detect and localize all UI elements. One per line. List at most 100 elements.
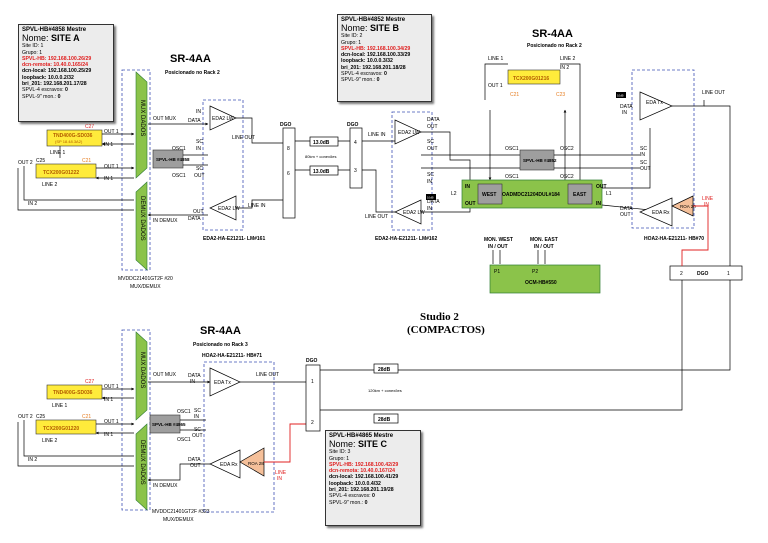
svg-text:IN: IN <box>277 476 282 482</box>
eda-rx-b <box>639 197 673 227</box>
site-b-info: SPVL-HB#4852 Mestre Nome: SITE B Site ID… <box>337 14 432 102</box>
svg-text:EDA Rx: EDA Rx <box>220 462 238 468</box>
svg-text:1: 1 <box>311 379 314 385</box>
svg-text:OSC1: OSC1 <box>505 146 519 152</box>
svg-text:IN / OUT: IN / OUT <box>488 244 508 250</box>
svg-text:OUT: OUT <box>640 166 651 172</box>
svg-text:OUT: OUT <box>620 212 631 218</box>
svg-text:SPVL-HB #4865: SPVL-HB #4865 <box>152 422 186 427</box>
svg-text:LINE 2: LINE 2 <box>42 438 58 444</box>
svg-text:IN: IN <box>704 202 709 208</box>
sr-title-a: SR-4AA <box>170 53 211 65</box>
spvl-hb-4852 <box>519 149 555 171</box>
svg-text:TCX200G01220: TCX200G01220 <box>43 426 79 432</box>
svg-text:LINE OUT: LINE OUT <box>365 214 388 220</box>
svg-text:OUT 2: OUT 2 <box>18 160 33 166</box>
atten-13-bottom <box>309 165 339 176</box>
sr-sub-a: Posicionado no Rack 2 <box>165 70 220 76</box>
svg-text:OSC1: OSC1 <box>177 437 191 443</box>
svg-text:IN: IN <box>622 110 627 116</box>
tnd-label-a: TND400G-SD036 <box>53 133 93 139</box>
svg-text:IN 2: IN 2 <box>28 201 37 207</box>
svg-text:LINE OUT: LINE OUT <box>256 372 279 378</box>
svg-text:SPVL-HB #4852: SPVL-HB #4852 <box>523 158 557 163</box>
svg-text:DATA: DATA <box>188 373 201 379</box>
svg-text:SC: SC <box>427 139 434 145</box>
svg-text:EDA Rx: EDA Rx <box>652 210 670 216</box>
eda2-mod-label-b: EDA2-HA-E21211- LM#162 <box>375 236 437 242</box>
svg-text:OUT: OUT <box>427 146 438 152</box>
atten-28-top <box>373 363 399 374</box>
svg-text:IN: IN <box>427 206 432 212</box>
svg-text:IN: IN <box>640 152 645 158</box>
svg-text:DATA: DATA <box>620 104 633 110</box>
site-c-info: SPVL-HB#4865 Mestre Nome: SITE C Site ID… <box>325 430 421 526</box>
svg-text:OSC1: OSC1 <box>505 174 519 180</box>
svg-text:LINE OUT: LINE OUT <box>232 135 255 141</box>
svg-text:OUT 2: OUT 2 <box>18 414 33 420</box>
atten-small-b <box>426 194 436 200</box>
svg-text:IN 1: IN 1 <box>104 176 113 182</box>
svg-text:80km + conexões: 80km + conexões <box>305 154 336 159</box>
svg-text:OUT: OUT <box>596 184 607 190</box>
demux-block-c <box>135 423 148 511</box>
mux-block-c <box>135 331 148 421</box>
studio-line2: (COMPACTOS) <box>407 324 485 336</box>
svg-text:WEST: WEST <box>482 192 496 198</box>
svg-text:SC: SC <box>196 139 203 145</box>
svg-text:EDA2 LW: EDA2 LW <box>398 130 420 136</box>
svg-text:IN: IN <box>196 146 201 152</box>
svg-text:IN: IN <box>465 184 470 190</box>
svg-text:L1: L1 <box>606 191 612 197</box>
spvl-hb-4858 <box>152 149 184 169</box>
svg-text:SPVL-HB #4858: SPVL-HB #4858 <box>156 157 190 162</box>
svg-text:OUT 1: OUT 1 <box>104 164 119 170</box>
mux-label-a: MUX DADOS <box>139 100 145 136</box>
mvddc-label-a: MVDDC21401GT2F #20 <box>118 276 173 282</box>
svg-text:DEMUX DADOS: DEMUX DADOS <box>139 440 145 485</box>
mux-block-a <box>135 71 148 179</box>
svg-text:LINE 1: LINE 1 <box>52 403 68 409</box>
tcx-module-b <box>507 69 561 85</box>
muxdemux-label-a: MUX/DEMUX <box>130 284 161 290</box>
hoa-boundary-c <box>203 361 275 513</box>
svg-text:C27: C27 <box>85 379 94 385</box>
svg-text:DGO: DGO <box>697 271 709 277</box>
svg-text:EDA2 LW: EDA2 LW <box>212 116 234 122</box>
studio-line1: Studio 2 <box>420 311 459 323</box>
svg-text:IN 2: IN 2 <box>28 457 37 463</box>
svg-text:6: 6 <box>287 171 290 177</box>
eda2-amp-b-rx <box>394 119 422 145</box>
svg-text:OSC2: OSC2 <box>560 146 574 152</box>
svg-text:10dB: 10dB <box>427 196 434 200</box>
svg-text:IN: IN <box>596 201 601 207</box>
sr-sub-b: Posicionado no Rack 2 <box>527 43 582 49</box>
svg-text:DATA: DATA <box>188 216 201 222</box>
dgo-right <box>669 265 743 281</box>
eda2-boundary-b <box>391 111 433 231</box>
svg-text:MON. WEST: MON. WEST <box>484 237 513 243</box>
svg-text:OUT 1: OUT 1 <box>104 419 119 425</box>
svg-text:2: 2 <box>680 271 683 277</box>
hoa-boundary-b <box>631 69 695 229</box>
demux-block-a <box>135 181 148 271</box>
sr-title-b: SR-4AA <box>532 28 573 40</box>
svg-text:OSC1: OSC1 <box>177 409 191 415</box>
svg-text:IN: IN <box>427 179 432 185</box>
svg-text:LINE 2: LINE 2 <box>560 56 576 62</box>
atten-13-top <box>309 136 339 147</box>
svg-text:LINE: LINE <box>275 470 287 476</box>
svg-text:OSC2: OSC2 <box>560 174 574 180</box>
demux-label-a: DEMUX DADOS <box>139 196 145 241</box>
svg-text:LINE: LINE <box>702 196 714 202</box>
svg-text:LINE IN: LINE IN <box>248 203 266 209</box>
svg-text:DATA: DATA <box>188 118 201 124</box>
svg-text:DATA: DATA <box>427 117 440 123</box>
svg-text:8: 8 <box>287 146 290 152</box>
svg-text:IN 1: IN 1 <box>104 142 113 148</box>
svg-text:2: 2 <box>311 420 314 426</box>
svg-text:OSC1: OSC1 <box>172 146 186 152</box>
svg-text:DATA: DATA <box>427 199 440 205</box>
svg-text:EAST: EAST <box>573 192 586 198</box>
svg-text:LINE 1: LINE 1 <box>488 56 504 62</box>
